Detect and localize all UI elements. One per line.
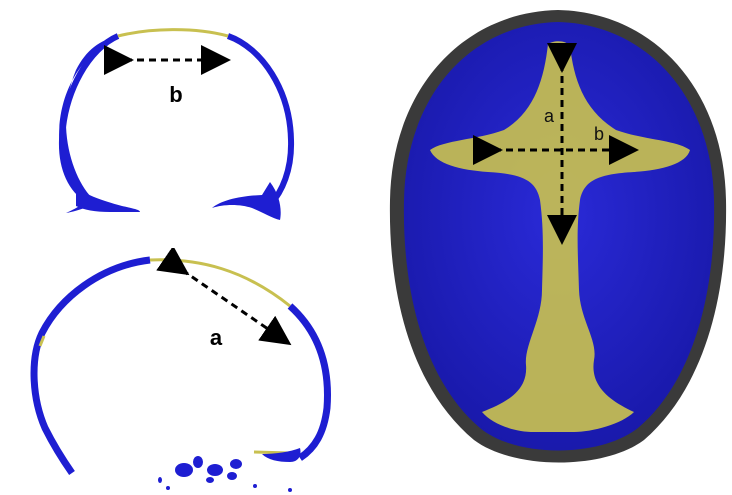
measure-arrow-a bbox=[182, 270, 284, 340]
coronal-bone-right-base bbox=[212, 182, 281, 220]
skull-label-b: b bbox=[594, 124, 604, 144]
sagittal-base-fragments bbox=[158, 448, 301, 492]
sagittal-bone-back bbox=[290, 306, 328, 458]
coronal-suture bbox=[118, 30, 228, 36]
coronal-bone-right bbox=[228, 36, 291, 205]
skull-label-a: a bbox=[544, 106, 555, 126]
measure-label-b: b bbox=[169, 82, 182, 107]
sagittal-suture-top bbox=[150, 260, 290, 306]
coronal-section-panel: b bbox=[0, 0, 380, 240]
coronal-bone-left-inner bbox=[62, 36, 118, 200]
skull-3d-panel: a b bbox=[384, 0, 732, 495]
sagittal-bone-front bbox=[34, 260, 150, 473]
sagittal-section-panel: a bbox=[0, 248, 380, 495]
measure-label-a: a bbox=[210, 325, 223, 350]
